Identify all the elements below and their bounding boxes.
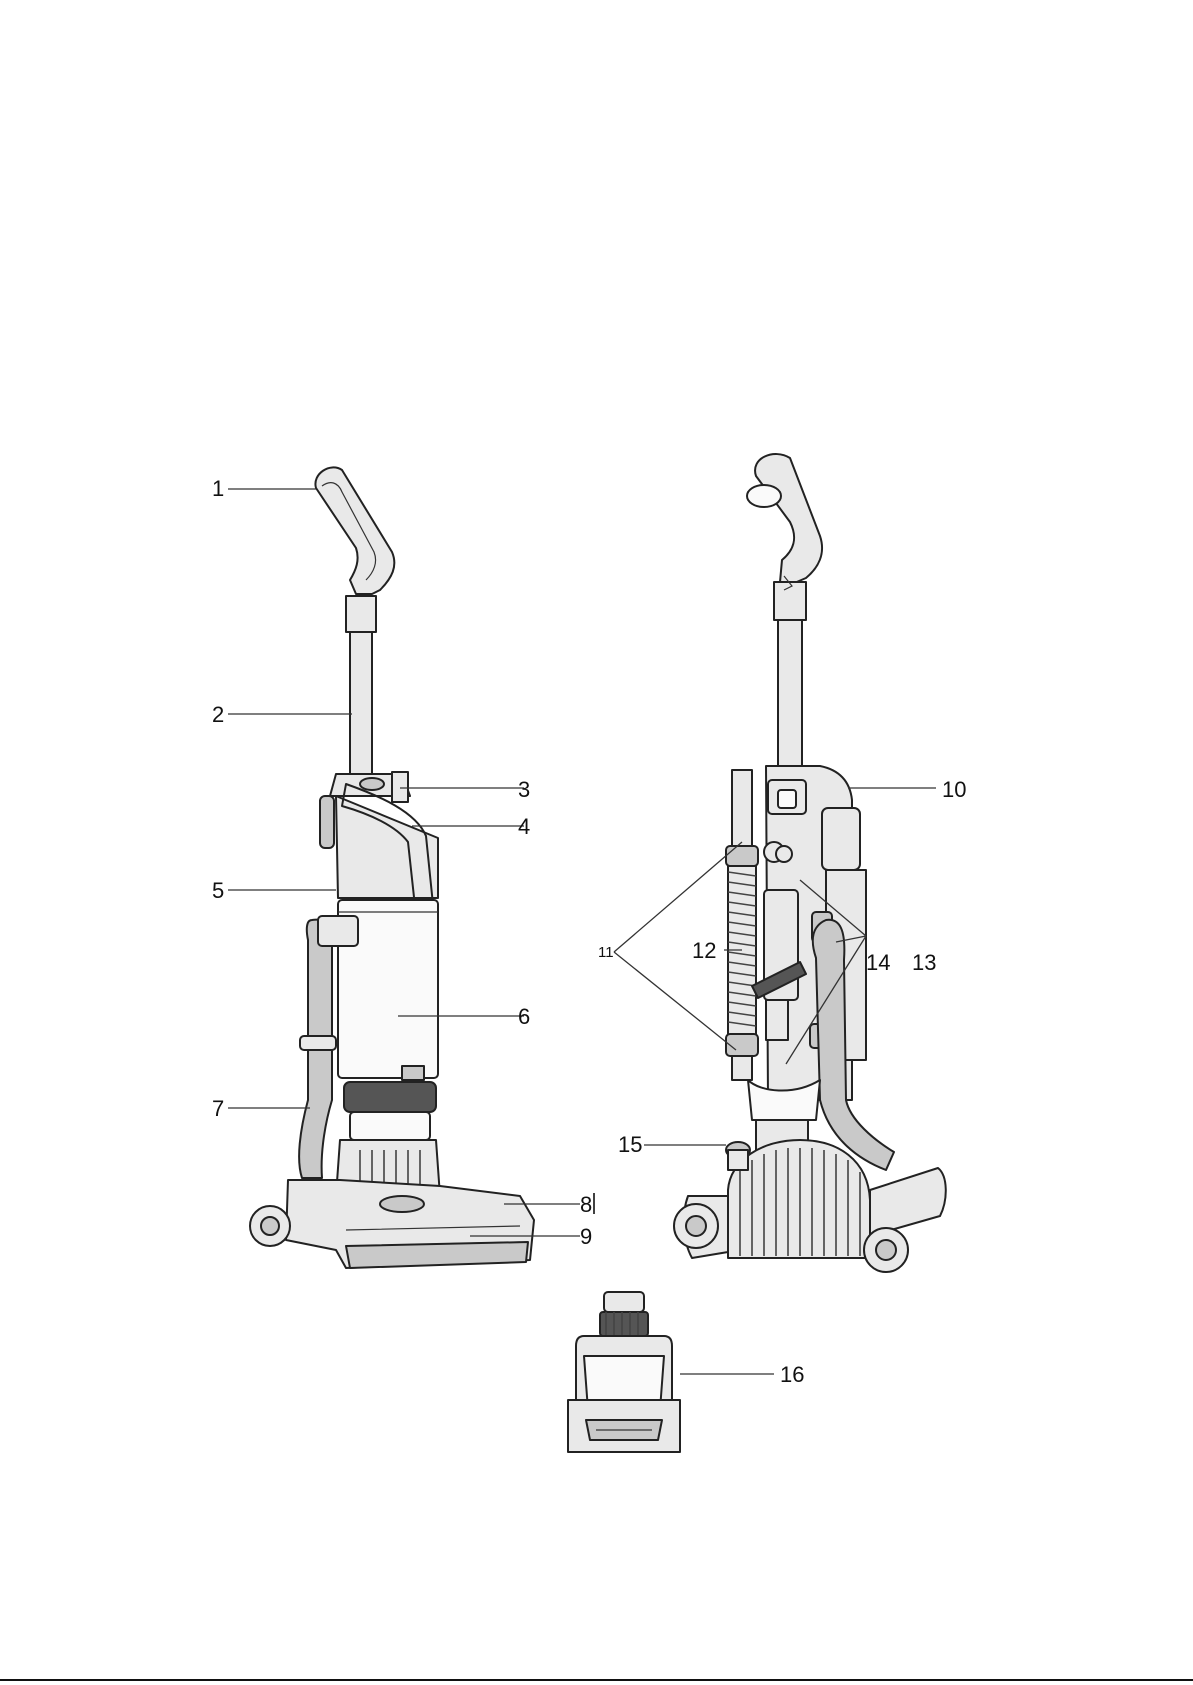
turbo-brush-accessory: [568, 1292, 680, 1452]
front-handle-grip: [315, 467, 394, 594]
bottom-rule: [0, 1679, 1193, 1681]
front-view-illustration: [250, 467, 534, 1268]
front-wand: [346, 596, 376, 632]
callout-10: 10: [942, 777, 966, 802]
callout-14: 14: [866, 950, 890, 975]
callout-12: 12: [692, 938, 716, 963]
rear-view-illustration: [674, 454, 946, 1272]
rear-handle-grip: [755, 454, 822, 584]
callout-5: 5: [212, 878, 224, 903]
rear-coiled-hose: [728, 866, 756, 1036]
callout-11: 11: [598, 944, 614, 961]
callout-1: 1: [212, 476, 224, 501]
callout-3: 3: [518, 777, 530, 802]
rear-wand: [774, 582, 806, 620]
callout-9: 9: [580, 1224, 592, 1249]
callout-7: 7: [212, 1096, 224, 1121]
callout-13: 13: [912, 950, 936, 975]
callout-4: 4: [518, 814, 530, 839]
callout-16: 16: [780, 1362, 804, 1387]
front-cyclone-head: [336, 796, 438, 898]
callout-6: 6: [518, 1004, 530, 1029]
callout-8: 8: [580, 1192, 592, 1217]
callout-2: 2: [212, 702, 224, 727]
callout-15: 15: [618, 1132, 642, 1157]
